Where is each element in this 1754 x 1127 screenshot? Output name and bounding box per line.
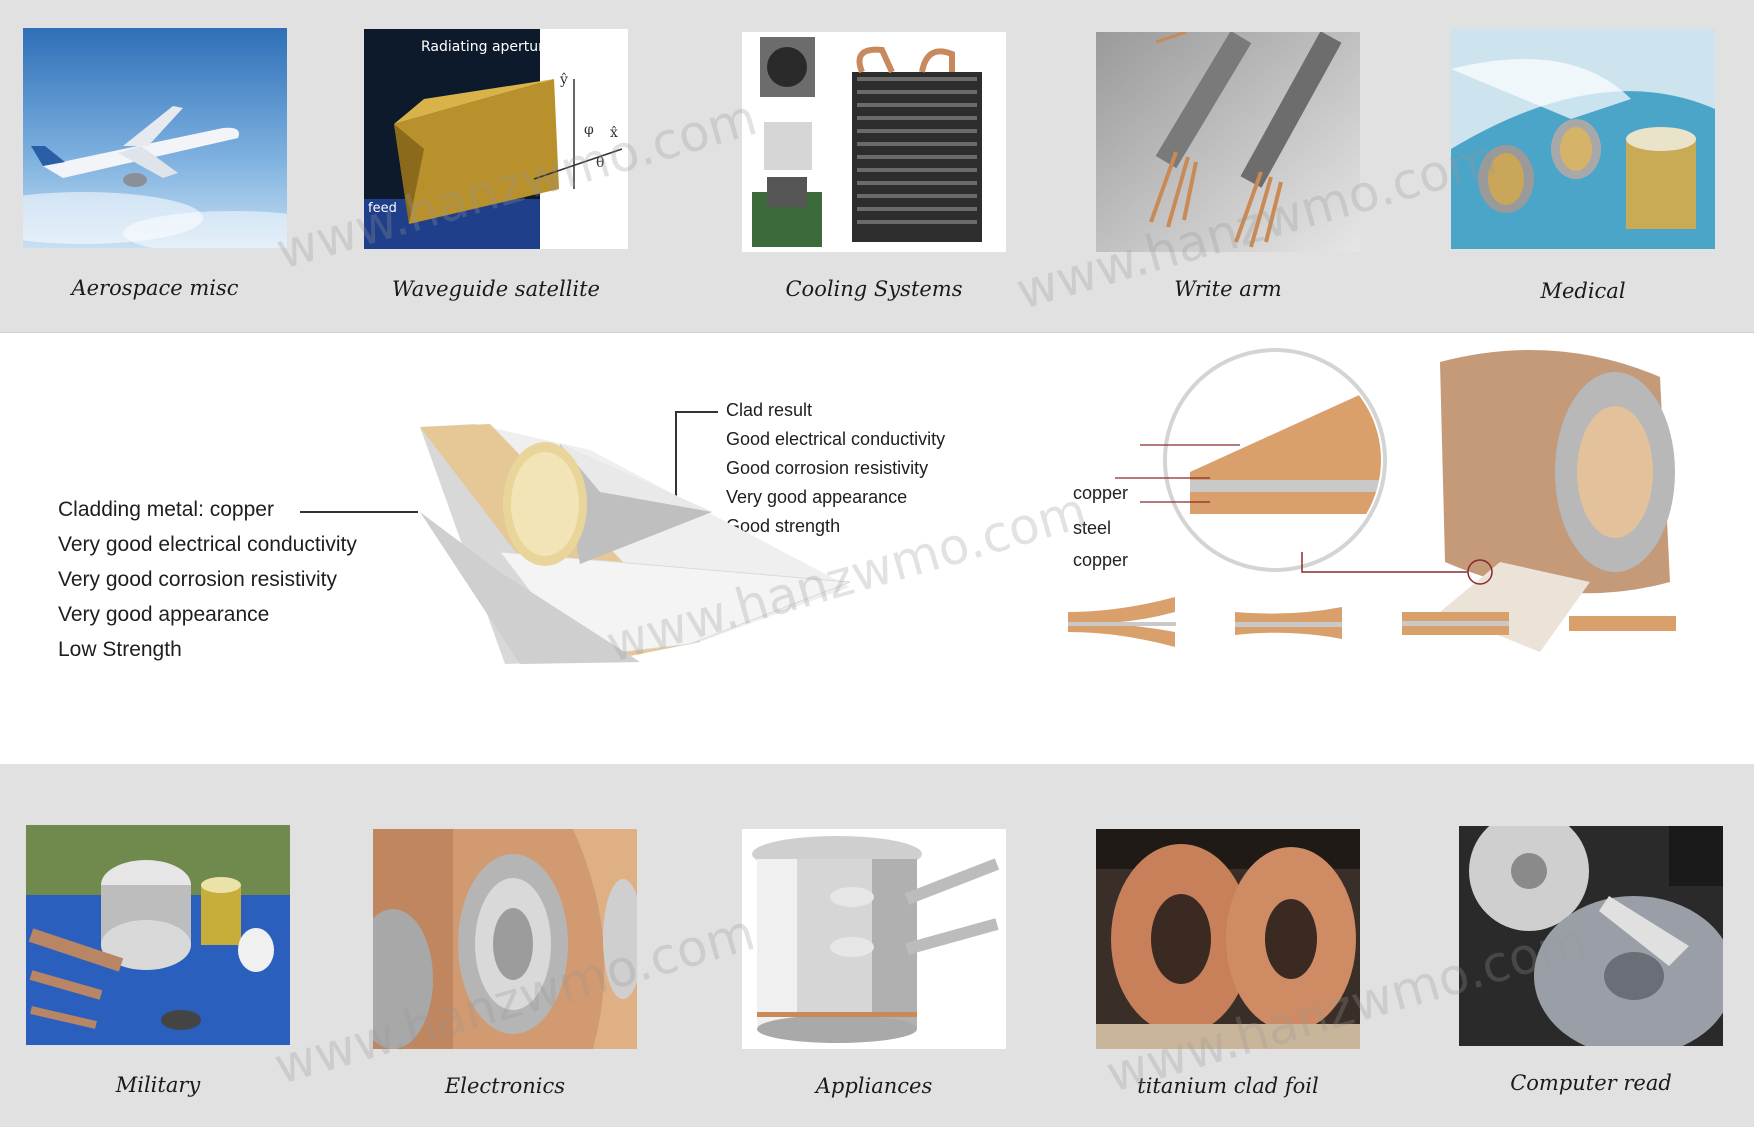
layer-label-copper-bottom: copper bbox=[1073, 550, 1129, 570]
computer-read-caption: Computer read bbox=[1510, 1071, 1672, 1095]
right-item-4: Very good appearance bbox=[726, 487, 908, 507]
x-axis-label: x̂ bbox=[610, 125, 618, 141]
electronics-image bbox=[373, 829, 637, 1049]
aerospace-caption: Aerospace misc bbox=[71, 276, 239, 300]
military-caption: Military bbox=[115, 1073, 201, 1097]
right-item-2: Good electrical conductivity bbox=[726, 429, 946, 449]
cooling-image bbox=[742, 32, 1006, 252]
military-image bbox=[26, 825, 290, 1045]
computer-read-image bbox=[1459, 826, 1723, 1046]
y-axis-label: ŷ bbox=[559, 71, 568, 88]
write-arm-caption: Write arm bbox=[1174, 277, 1282, 301]
left-item-2: Very good electrical conductivity bbox=[58, 533, 357, 556]
left-item-3: Very good corrosion resistivity bbox=[58, 568, 337, 591]
left-item-1: Cladding metal: copper bbox=[58, 498, 274, 521]
cooling-caption: Cooling Systems bbox=[785, 277, 963, 301]
medical-caption: Medical bbox=[1540, 279, 1626, 303]
write-arm-image bbox=[1096, 32, 1360, 252]
appliances-caption: Appliances bbox=[815, 1074, 933, 1098]
medical-image bbox=[1451, 29, 1715, 249]
left-item-4: Very good appearance bbox=[58, 603, 270, 626]
waveguide-image: Radiating aperture feed ŷ x̂ φ θ bbox=[364, 29, 628, 249]
aerospace-image bbox=[23, 28, 287, 248]
left-item-5: Low Strength bbox=[58, 638, 182, 661]
titanium-clad-foil-image bbox=[1096, 829, 1360, 1049]
phi-label: φ bbox=[584, 122, 594, 138]
right-item-1: Clad result bbox=[726, 400, 813, 420]
layer-label-copper-top: copper bbox=[1073, 483, 1129, 503]
waveguide-caption: Waveguide satellite bbox=[392, 277, 600, 301]
cladding-diagram bbox=[300, 348, 1676, 664]
radiating-aperture-label: Radiating aperture bbox=[421, 39, 552, 55]
right-item-3: Good corrosion resistivity bbox=[726, 458, 929, 478]
appliances-image bbox=[742, 829, 1006, 1049]
feed-label: feed bbox=[368, 201, 397, 216]
right-item-5: Good strength bbox=[726, 516, 841, 536]
electronics-caption: Electronics bbox=[444, 1074, 566, 1098]
layer-label-steel: steel bbox=[1073, 518, 1112, 538]
titanium-clad-foil-caption: titanium clad foil bbox=[1137, 1074, 1319, 1098]
theta-label: θ bbox=[596, 155, 604, 171]
